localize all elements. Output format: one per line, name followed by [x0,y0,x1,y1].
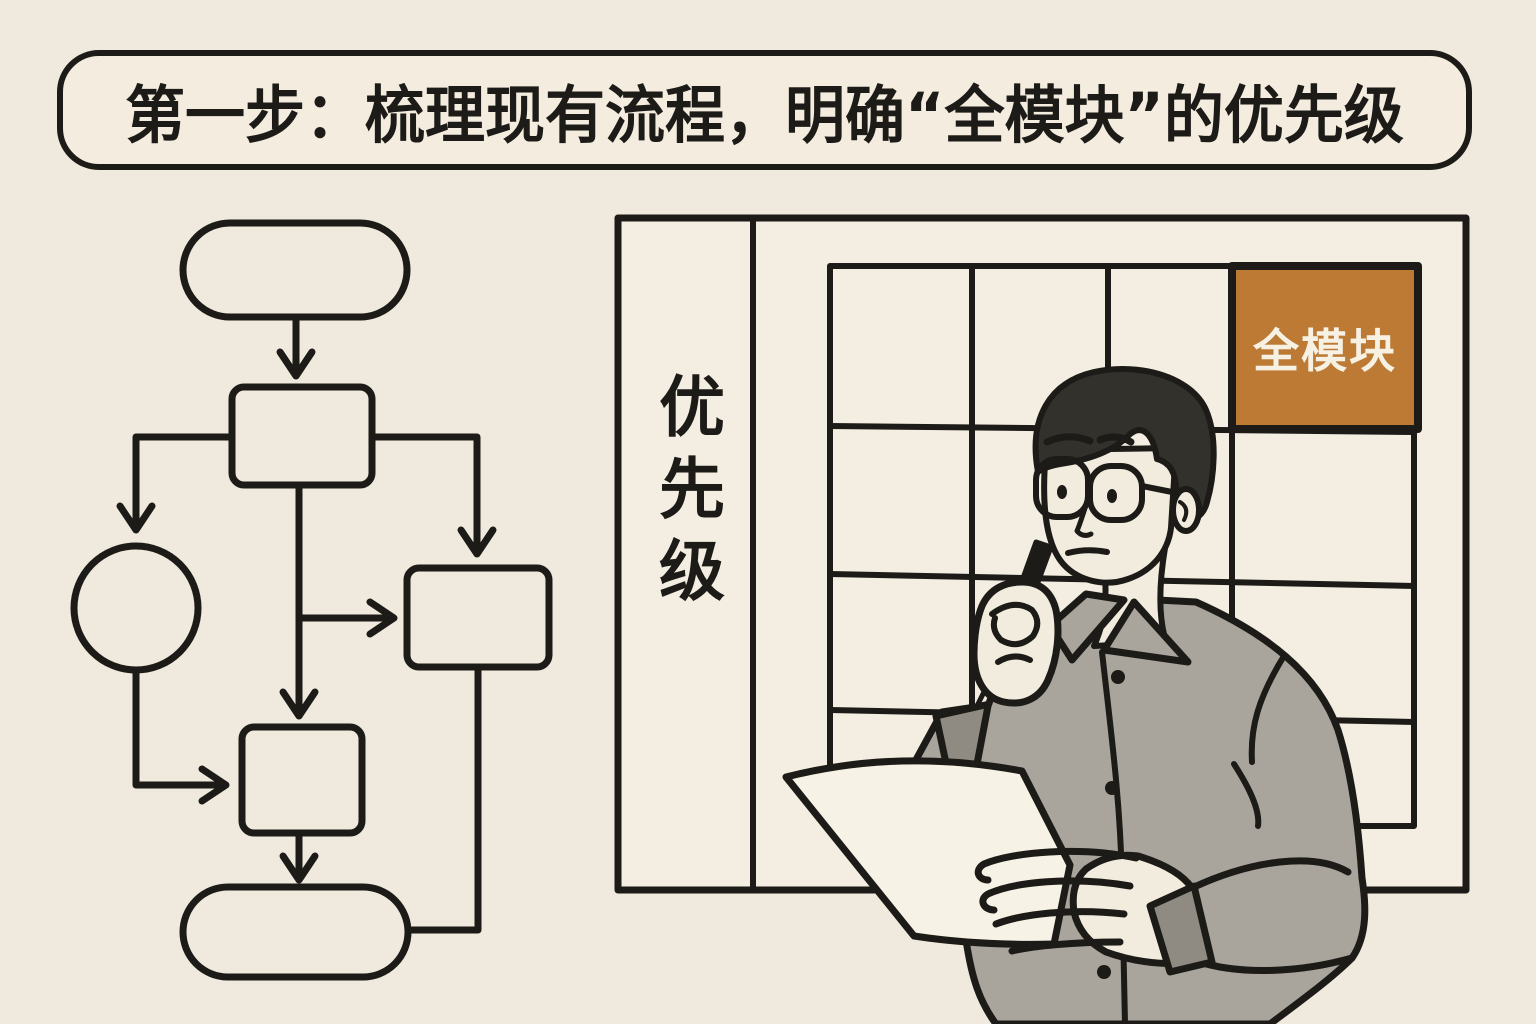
paper-sheet [782,757,1074,948]
priority-column-label: 优先级 [648,372,725,618]
flowchart-merge-node [238,723,366,837]
flowchart-right-node [403,564,553,671]
flowchart-start-node [179,219,411,321]
highlighted-cell-label: 全模块 [1253,323,1397,378]
person-collar-right [1100,598,1192,666]
step-title: 第一步：梳理现有流程，明确“全模块”的优先级 [125,79,1404,153]
arrowhead-right-icon [366,598,398,638]
shirt-button [1111,670,1125,684]
shirt-button [1097,965,1111,979]
flowchart-circle-node [70,542,202,674]
flowchart-end-node [179,883,412,981]
person-eyebrow-right [1096,433,1135,446]
person-eye-left [1057,485,1067,499]
glasses-right-lens [1087,463,1145,523]
person-finger-3 [992,908,1128,928]
person-finger-2 [979,877,1134,914]
person-head [1032,366,1217,586]
person-finger-4 [1008,938,1124,955]
edge-right-end [408,663,482,934]
step-title-banner: 第一步：梳理现有流程，明确“全模块”的优先级 [57,50,1472,170]
flowchart [70,219,553,981]
arrowhead-down-icon [457,526,497,558]
person-forearm-top-edge [1188,857,1352,892]
edge-process-circle [132,433,236,531]
glasses-temple [1139,483,1175,495]
arrowhead-down-icon [279,688,319,720]
flowchart-process-node [228,383,376,489]
person-hand-fingers [989,601,1041,648]
person-mouth [1065,547,1110,556]
person-hand-crease [995,653,1033,665]
person-elbow-crease [1231,761,1262,829]
arrowhead-down-icon [116,502,156,534]
shirt-button [1105,781,1119,795]
arrowhead-down-icon [276,348,316,380]
person-eyebrow-left [1043,433,1094,446]
edge-circle-merge [132,666,226,789]
edge-process-right [368,433,481,555]
person-armhole-seam [1248,653,1287,765]
person-illustration [782,366,1369,1024]
person-eye-right [1107,489,1117,503]
arrowhead-down-icon [279,852,319,884]
person-nose [1074,499,1094,538]
person-paper-cuff [1146,882,1216,976]
glasses-icon [1033,456,1175,523]
person-ear-inner [1178,500,1189,522]
person-wrist-mark [975,689,987,707]
flowchart-edges [116,313,497,934]
highlighted-cell [1228,262,1422,433]
person-finger-1 [974,847,1140,884]
arrowhead-right-icon [198,765,230,805]
person-collar-left [1046,590,1128,664]
